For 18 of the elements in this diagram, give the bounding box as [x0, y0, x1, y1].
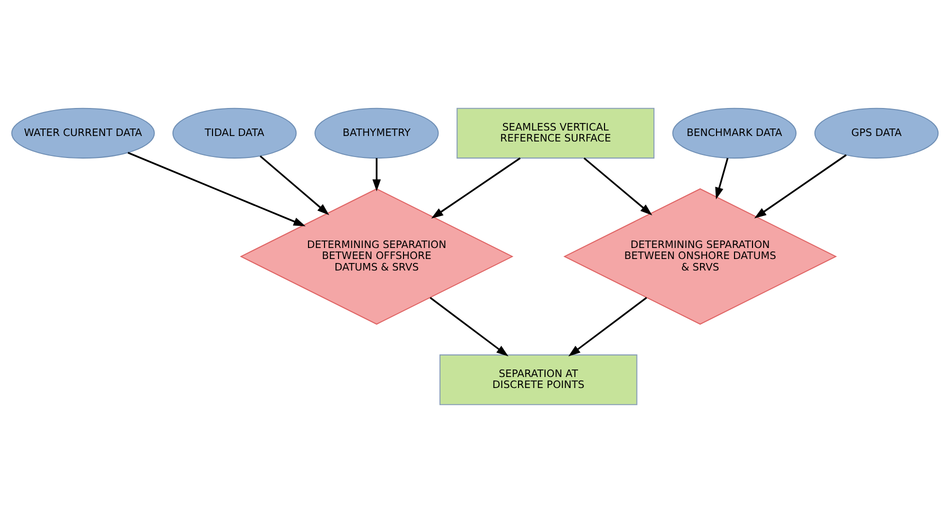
node-ellipse: WATER CURRENT DATA: [11, 107, 155, 158]
node-ellipse: GPS DATA: [814, 107, 939, 158]
arrow: [372, 158, 381, 191]
node-diamond: DETERMINING SEPARATION BETWEEN OFFSHORE DATUMS & SRVS: [240, 188, 514, 324]
node-ellipse: BENCHMARK DATA: [672, 107, 797, 158]
node-diamond: DETERMINING SEPARATION BETWEEN ONSHORE DATUMS & SRVS: [563, 188, 837, 324]
arrow: [431, 156, 521, 218]
node-box: SEPARATION AT DISCRETE POINTS: [439, 354, 638, 405]
node-ellipse: BATHYMETRY: [314, 107, 439, 158]
arrow: [260, 154, 330, 215]
arrow: [584, 156, 652, 215]
arrow: [568, 296, 648, 356]
arrow: [128, 151, 306, 226]
node-ellipse: TIDAL DATA: [172, 107, 297, 158]
arrow: [430, 296, 508, 356]
arrow: [754, 154, 847, 218]
arrow: [715, 157, 728, 199]
node-box: SEAMLESS VERTICAL REFERENCE SURFACE: [456, 107, 654, 158]
